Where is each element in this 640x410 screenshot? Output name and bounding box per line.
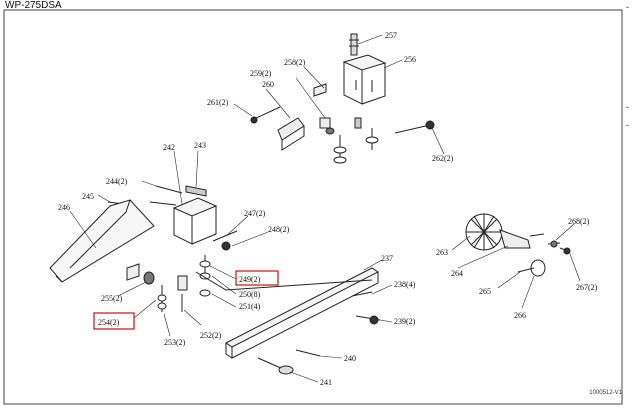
callout-244: 244(2)	[106, 177, 128, 186]
callout-259: 259(2)	[250, 69, 272, 78]
callout-247: 247(2)	[244, 209, 266, 218]
callout-265: 265	[479, 287, 491, 296]
leader-lines	[69, 34, 581, 383]
callout-260: 260	[262, 80, 274, 89]
callout-268: 268(2)	[568, 217, 590, 226]
callout-240: 240	[344, 354, 356, 363]
callout-239: 239(2)	[394, 317, 416, 326]
diagram-title: WP-275DSA	[5, 0, 62, 11]
callout-254: 254(2)	[98, 318, 120, 327]
callout-267: 267(2)	[576, 283, 598, 292]
side-mark: -	[626, 102, 629, 112]
callout-248: 248(2)	[268, 225, 290, 234]
callout-labels: 257 256 258(2) 259(2) 260 261(2) 262(2) …	[58, 31, 598, 387]
callout-261: 261(2)	[207, 98, 229, 107]
callout-242: 242	[163, 143, 175, 152]
callout-249: 249(2)	[239, 275, 261, 284]
callout-256: 256	[404, 55, 416, 64]
callout-257: 257	[385, 31, 397, 40]
callout-237: 237	[381, 254, 393, 263]
upper-block-assembly	[250, 33, 435, 164]
chute-246	[49, 199, 155, 283]
highlight-249-box	[235, 270, 279, 286]
callout-255: 255(2)	[101, 294, 123, 303]
callout-245: 245	[82, 192, 94, 201]
callout-238: 238(4)	[394, 280, 416, 289]
callout-250: 250(8)	[239, 290, 261, 299]
callout-252: 252(2)	[200, 331, 222, 340]
side-mark: -	[626, 120, 629, 130]
highlight-254-box	[93, 312, 135, 330]
side-mark: -	[626, 2, 629, 12]
callout-251: 251(4)	[239, 302, 261, 311]
rail-237	[195, 267, 381, 375]
callout-262: 262(2)	[432, 154, 454, 163]
drawing-frame	[3, 9, 623, 405]
callout-246: 246	[58, 203, 70, 212]
brush-assembly	[465, 213, 571, 277]
callout-241: 241	[320, 378, 332, 387]
callout-266: 266	[514, 311, 526, 320]
callout-263: 263	[436, 248, 448, 257]
callout-264: 264	[451, 269, 463, 278]
callout-258: 258(2)	[284, 58, 306, 67]
central-block-assembly	[107, 185, 238, 312]
callout-243: 243	[194, 141, 206, 150]
drawing-code: 1000512-V1	[589, 390, 622, 396]
callout-253: 253(2)	[164, 338, 186, 347]
